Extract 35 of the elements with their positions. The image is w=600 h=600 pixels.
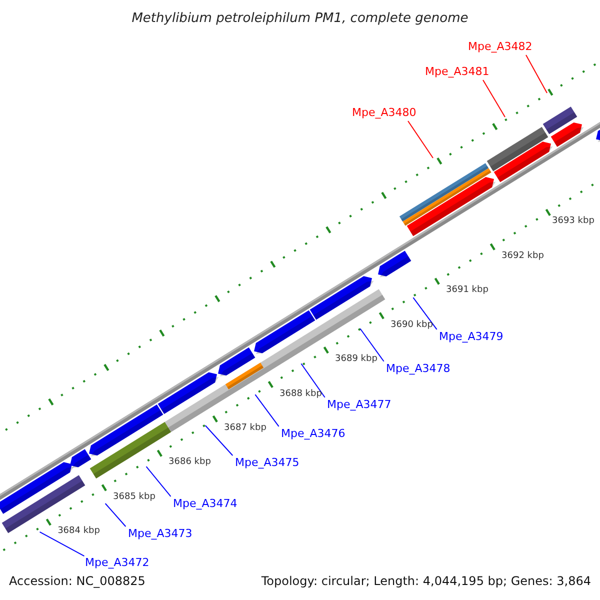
position-label: 3685 kbp [113,492,156,503]
leader-line [360,328,384,362]
position-label: 3691 kbp [446,285,488,296]
gene-label: Mpe_A3475 [235,456,300,469]
footer-text: Accession: NC_008825 [9,574,146,589]
footer-text: Topology: circular; Length: 4,044,195 bp; Genes: 3,864 [261,574,591,589]
leader-line [526,54,548,94]
leader-line [104,503,126,527]
leader-line [146,466,172,497]
position-label: 3686 kbp [168,457,211,468]
title: Methylibium petroleiphilum PM1, complete genome [130,10,470,28]
gene-label: Mpe_A3474 [173,497,238,510]
position-label: 3684 kbp [58,526,100,538]
leader-line [412,297,438,330]
gene-label: Mpe_A3477 [327,398,392,411]
leader-line [408,120,434,158]
position-label: 3689 kbp [335,354,378,366]
gene-label: Mpe_A3479 [439,330,504,343]
gene-label: Mpe_A3473 [128,527,192,540]
gene-label: Mpe_A3482 [468,40,532,53]
position-label: 3687 kbp [224,422,266,434]
gene-label: Mpe_A3478 [386,362,450,375]
gene-label: Mpe_A3472 [85,556,150,569]
leader-line [204,424,234,456]
gene-label: Mpe_A3476 [281,427,346,440]
leader-line [300,363,326,398]
leader-line [39,531,85,557]
position-label: 3690 kbp [390,320,433,331]
leader-line [254,394,280,427]
gene-label: Mpe_A3481 [425,65,490,78]
position-label: 3692 kbp [502,250,544,262]
gene-label: Mpe_A3480 [352,106,416,119]
position-label: 3688 kbp [280,388,322,400]
leader-line [482,80,506,118]
position-label: 3693 kbp [552,216,594,228]
